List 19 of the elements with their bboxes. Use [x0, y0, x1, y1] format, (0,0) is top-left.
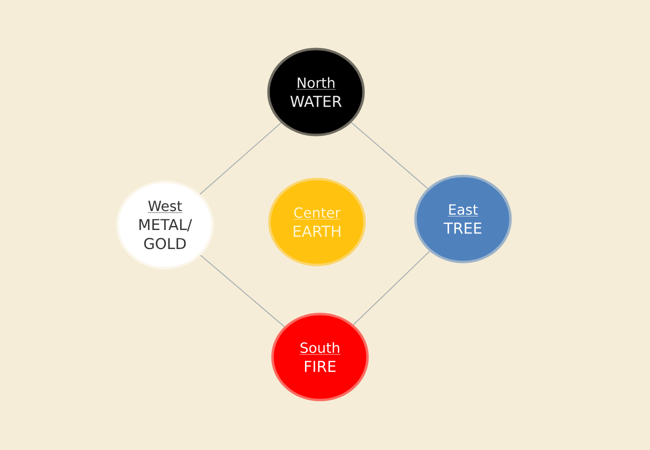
circle-label: WATER: [290, 96, 342, 107]
circle-label: TREE: [444, 222, 482, 234]
connector-line: [350, 122, 428, 189]
circle-heading: Center: [293, 207, 341, 220]
circle: [116, 180, 214, 270]
circle-heading: South: [299, 342, 341, 355]
circle-heading: East: [448, 204, 478, 216]
circle: [414, 174, 512, 264]
circle: [268, 178, 366, 266]
circle-label: METAL/ GOLD: [139, 219, 192, 250]
circle-heading: West: [148, 200, 182, 213]
connector-line: [352, 250, 430, 326]
circle-label: FIRE: [305, 360, 336, 372]
circle-heading: North: [296, 77, 336, 90]
circle-label: EARTH: [294, 226, 340, 237]
connector-line: [200, 254, 285, 328]
connector-line: [199, 122, 282, 195]
circle: [271, 312, 369, 402]
circle: [267, 48, 365, 136]
